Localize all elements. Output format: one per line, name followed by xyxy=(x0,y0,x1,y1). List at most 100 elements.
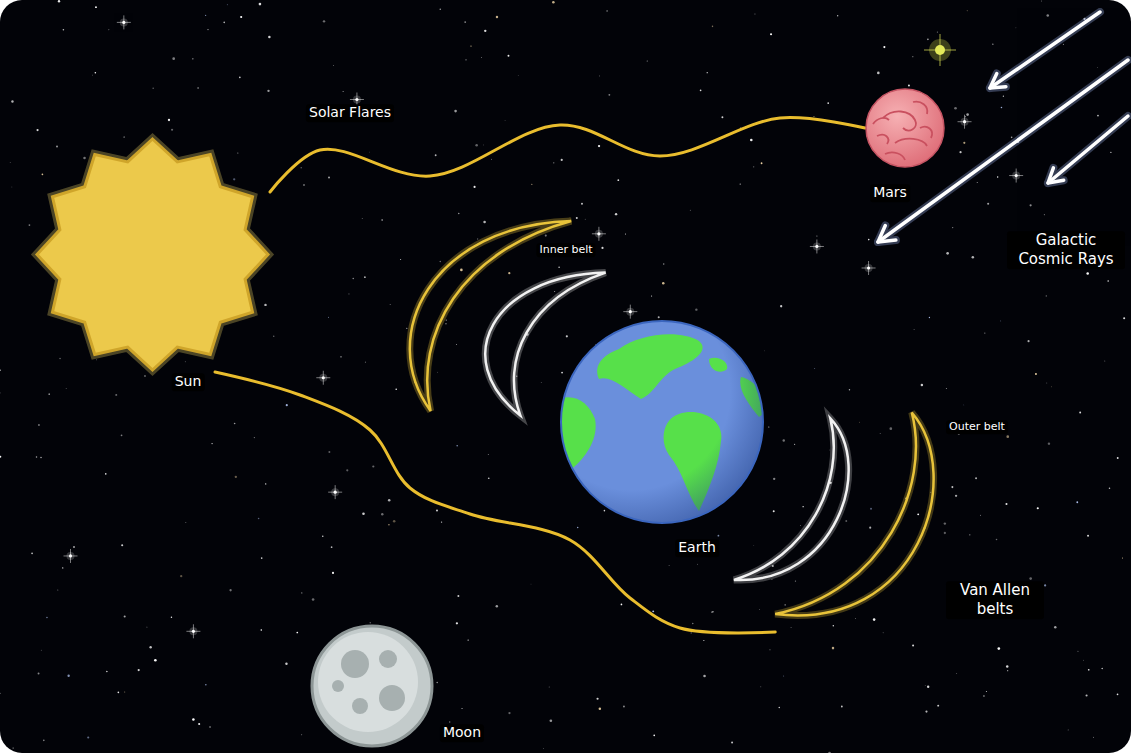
star xyxy=(149,646,151,648)
star xyxy=(692,623,693,624)
star xyxy=(689,209,691,211)
star xyxy=(390,304,391,305)
star xyxy=(205,15,206,16)
star xyxy=(963,142,965,144)
star xyxy=(956,673,958,675)
star xyxy=(234,423,236,425)
star xyxy=(370,622,371,623)
star xyxy=(87,736,89,738)
star xyxy=(763,350,765,352)
star xyxy=(828,752,831,753)
star xyxy=(997,647,1000,650)
star xyxy=(663,263,664,264)
star xyxy=(1079,412,1081,414)
star-glint xyxy=(623,305,637,319)
star xyxy=(912,644,914,646)
star xyxy=(668,565,670,567)
star xyxy=(223,22,225,24)
star xyxy=(146,626,148,628)
star xyxy=(395,388,397,390)
star xyxy=(11,100,13,102)
star xyxy=(849,389,850,390)
star xyxy=(369,151,371,153)
star xyxy=(1006,665,1009,668)
star xyxy=(96,359,97,360)
star xyxy=(1107,280,1108,281)
star xyxy=(814,368,816,370)
star xyxy=(11,186,13,188)
star xyxy=(481,57,483,59)
star xyxy=(108,29,110,31)
star xyxy=(57,589,58,590)
star xyxy=(312,598,315,601)
star xyxy=(992,44,993,45)
star xyxy=(0,392,1,394)
star xyxy=(662,282,665,285)
star xyxy=(40,649,42,651)
star xyxy=(1043,214,1045,216)
star xyxy=(601,247,603,249)
star xyxy=(954,107,957,110)
star xyxy=(581,203,583,205)
star-glint xyxy=(328,485,342,499)
star xyxy=(980,514,982,516)
star xyxy=(106,671,107,672)
star xyxy=(517,74,519,76)
star xyxy=(855,617,857,619)
star xyxy=(171,616,172,617)
star xyxy=(124,691,126,693)
star xyxy=(235,476,237,478)
star xyxy=(73,546,75,548)
star xyxy=(921,384,923,386)
star-glint xyxy=(592,227,606,241)
star xyxy=(952,227,953,228)
star xyxy=(703,640,704,641)
star xyxy=(1015,27,1017,29)
star xyxy=(599,708,601,710)
star xyxy=(322,536,323,537)
star xyxy=(303,184,305,186)
star xyxy=(1044,584,1046,586)
mars-swirl xyxy=(873,118,889,124)
star xyxy=(440,261,441,262)
star xyxy=(42,173,44,175)
star xyxy=(496,16,498,18)
star xyxy=(531,184,532,185)
node-label: Sun xyxy=(172,373,205,391)
star xyxy=(975,477,977,479)
star xyxy=(446,319,447,320)
star xyxy=(467,639,469,641)
star xyxy=(473,186,475,188)
star xyxy=(791,627,792,628)
star-glint xyxy=(186,624,200,638)
star xyxy=(1122,557,1123,558)
star xyxy=(115,394,117,396)
star xyxy=(548,686,550,688)
star xyxy=(604,510,606,512)
star xyxy=(436,509,438,511)
star xyxy=(769,649,770,650)
star xyxy=(352,278,354,280)
star xyxy=(301,167,302,168)
star xyxy=(987,203,989,205)
star xyxy=(1076,501,1078,503)
sun-star: Sun xyxy=(35,137,270,372)
cosmic-ray-arrow xyxy=(990,12,1100,88)
star xyxy=(436,682,437,683)
star xyxy=(691,632,692,633)
star xyxy=(464,21,466,23)
star xyxy=(362,513,365,516)
star xyxy=(484,30,486,32)
mars-planet: Mars xyxy=(865,88,945,168)
mars-planet xyxy=(865,88,945,168)
node-label: Earth xyxy=(675,539,719,557)
star xyxy=(65,388,67,390)
star xyxy=(1046,295,1047,296)
star xyxy=(925,710,927,712)
star xyxy=(976,182,978,184)
star xyxy=(1077,651,1078,652)
node-label: Outer belt xyxy=(946,420,1008,434)
star xyxy=(456,445,458,447)
star xyxy=(40,457,42,459)
